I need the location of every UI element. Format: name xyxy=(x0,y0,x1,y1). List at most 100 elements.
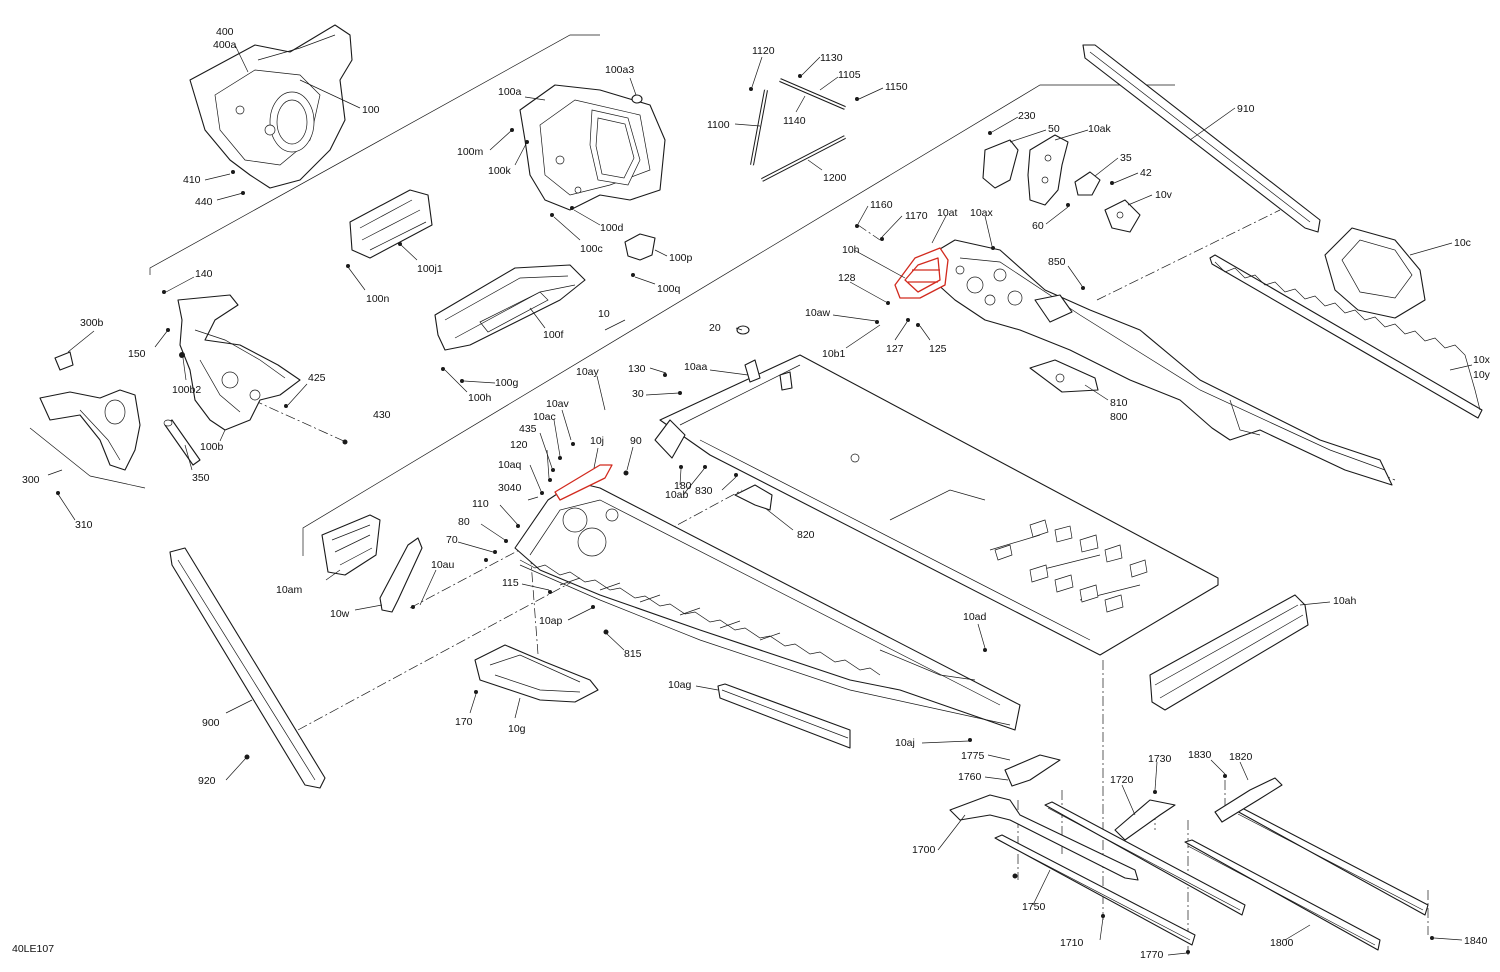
label-42: 42 xyxy=(1140,167,1152,179)
part-50-bracket xyxy=(982,139,1019,189)
label-300b: 300b xyxy=(80,317,104,329)
label-820: 820 xyxy=(797,529,815,541)
label-1150: 1150 xyxy=(885,81,908,93)
part-900-rail xyxy=(169,547,326,789)
part-10g-bracket xyxy=(474,644,599,703)
label-10c: 10c xyxy=(1454,237,1471,249)
label-100m: 100m xyxy=(457,146,484,158)
label-10h: 10h xyxy=(842,244,860,256)
part-350-tube xyxy=(163,419,201,466)
label-850: 850 xyxy=(1048,256,1066,268)
label-400a: 400a xyxy=(213,39,237,51)
label-815: 815 xyxy=(624,648,642,660)
label-130: 130 xyxy=(628,363,646,375)
part-10-right-rail xyxy=(929,239,1393,486)
label-1710: 1710 xyxy=(1060,937,1084,949)
label-10ap: 10ap xyxy=(539,615,563,627)
part-10ap-serrated-strip xyxy=(519,559,881,676)
part-10x-rail xyxy=(1209,254,1483,419)
part-35-bracket xyxy=(1074,171,1101,196)
part-10ak-bracket xyxy=(1027,134,1069,206)
part-1800-runner xyxy=(1184,839,1381,951)
reference-code: 40LE107 xyxy=(12,943,54,955)
part-300b-mount xyxy=(54,351,74,371)
part-10ag-angle xyxy=(717,683,851,749)
label-10v: 10v xyxy=(1155,189,1173,201)
label-10ab: 10ab xyxy=(665,489,689,501)
label-1720: 1720 xyxy=(1110,774,1134,786)
part-100a3-grommet xyxy=(631,94,643,104)
label-100: 100 xyxy=(362,104,380,116)
label-100h: 100h xyxy=(468,392,492,404)
label-10w: 10w xyxy=(330,608,350,620)
part-labels: 400 400a 100 410 440 100a 100a3 100m 100… xyxy=(12,26,1491,961)
label-100f: 100f xyxy=(543,329,564,341)
part-10w-bracket xyxy=(379,537,423,613)
label-1200: 1200 xyxy=(823,172,847,184)
part-1200-rod xyxy=(761,135,846,182)
label-3040: 3040 xyxy=(498,482,522,494)
part-10ah-angle xyxy=(1149,594,1309,711)
label-1130: 1130 xyxy=(820,52,843,64)
label-830: 830 xyxy=(695,485,713,497)
label-115: 115 xyxy=(502,577,519,589)
label-100n: 100n xyxy=(366,293,390,305)
part-10v-bracket xyxy=(1104,199,1141,233)
label-400: 400 xyxy=(216,26,234,38)
label-1700: 1700 xyxy=(912,844,936,856)
group-bracket-lines xyxy=(29,34,1175,556)
label-10ay: 10ay xyxy=(576,366,600,378)
label-35: 35 xyxy=(1120,152,1132,164)
label-1100: 1100 xyxy=(707,119,730,131)
label-1750: 1750 xyxy=(1022,901,1046,913)
label-10aw: 10aw xyxy=(805,307,831,319)
part-820-bracket xyxy=(734,484,773,511)
label-100j1: 100j1 xyxy=(417,263,443,275)
alignment-lines xyxy=(252,209,1429,955)
label-110: 110 xyxy=(472,498,489,510)
label-150: 150 xyxy=(128,348,146,360)
leader-lines xyxy=(47,44,1473,956)
part-1100-rod xyxy=(750,89,768,166)
label-70: 70 xyxy=(446,534,458,546)
label-435: 435 xyxy=(519,423,537,435)
label-100a3: 100a3 xyxy=(605,64,634,76)
label-10x: 10x xyxy=(1473,354,1491,366)
part-1840-runner xyxy=(1234,807,1429,916)
label-100k: 100k xyxy=(488,165,512,177)
label-800: 800 xyxy=(1110,411,1128,423)
label-1140: 1140 xyxy=(783,115,806,127)
part-810-plate xyxy=(1029,359,1099,393)
part-100f-channel xyxy=(434,264,586,351)
label-125: 125 xyxy=(929,343,947,355)
label-430: 430 xyxy=(373,409,391,421)
label-140: 140 xyxy=(195,268,213,280)
label-10b1: 10b1 xyxy=(822,348,846,360)
part-10aa-tunnel-plate xyxy=(654,354,1219,656)
part-1710-runner xyxy=(1044,801,1246,916)
label-180: 180 xyxy=(674,480,692,492)
part-10h-highlighted-bracket xyxy=(894,247,949,299)
label-1820: 1820 xyxy=(1229,751,1253,763)
label-100b: 100b xyxy=(200,441,224,453)
label-1830: 1830 xyxy=(1188,749,1212,761)
label-80: 80 xyxy=(458,516,470,528)
label-128: 128 xyxy=(838,272,856,284)
label-30: 30 xyxy=(632,388,644,400)
label-1840: 1840 xyxy=(1464,935,1488,947)
part-1700-runner xyxy=(949,794,1139,881)
label-10au: 10au xyxy=(431,559,455,571)
label-10av: 10av xyxy=(546,398,570,410)
label-1770: 1770 xyxy=(1140,949,1164,961)
label-100b2: 100b2 xyxy=(172,384,201,396)
label-230: 230 xyxy=(1018,110,1036,122)
label-440: 440 xyxy=(195,196,213,208)
label-10at: 10at xyxy=(937,207,958,219)
label-20: 20 xyxy=(709,322,721,334)
part-400-bracket xyxy=(189,24,353,189)
label-170: 170 xyxy=(455,716,473,728)
label-50: 50 xyxy=(1048,123,1060,135)
label-127: 127 xyxy=(886,343,904,355)
label-1170: 1170 xyxy=(905,210,928,222)
